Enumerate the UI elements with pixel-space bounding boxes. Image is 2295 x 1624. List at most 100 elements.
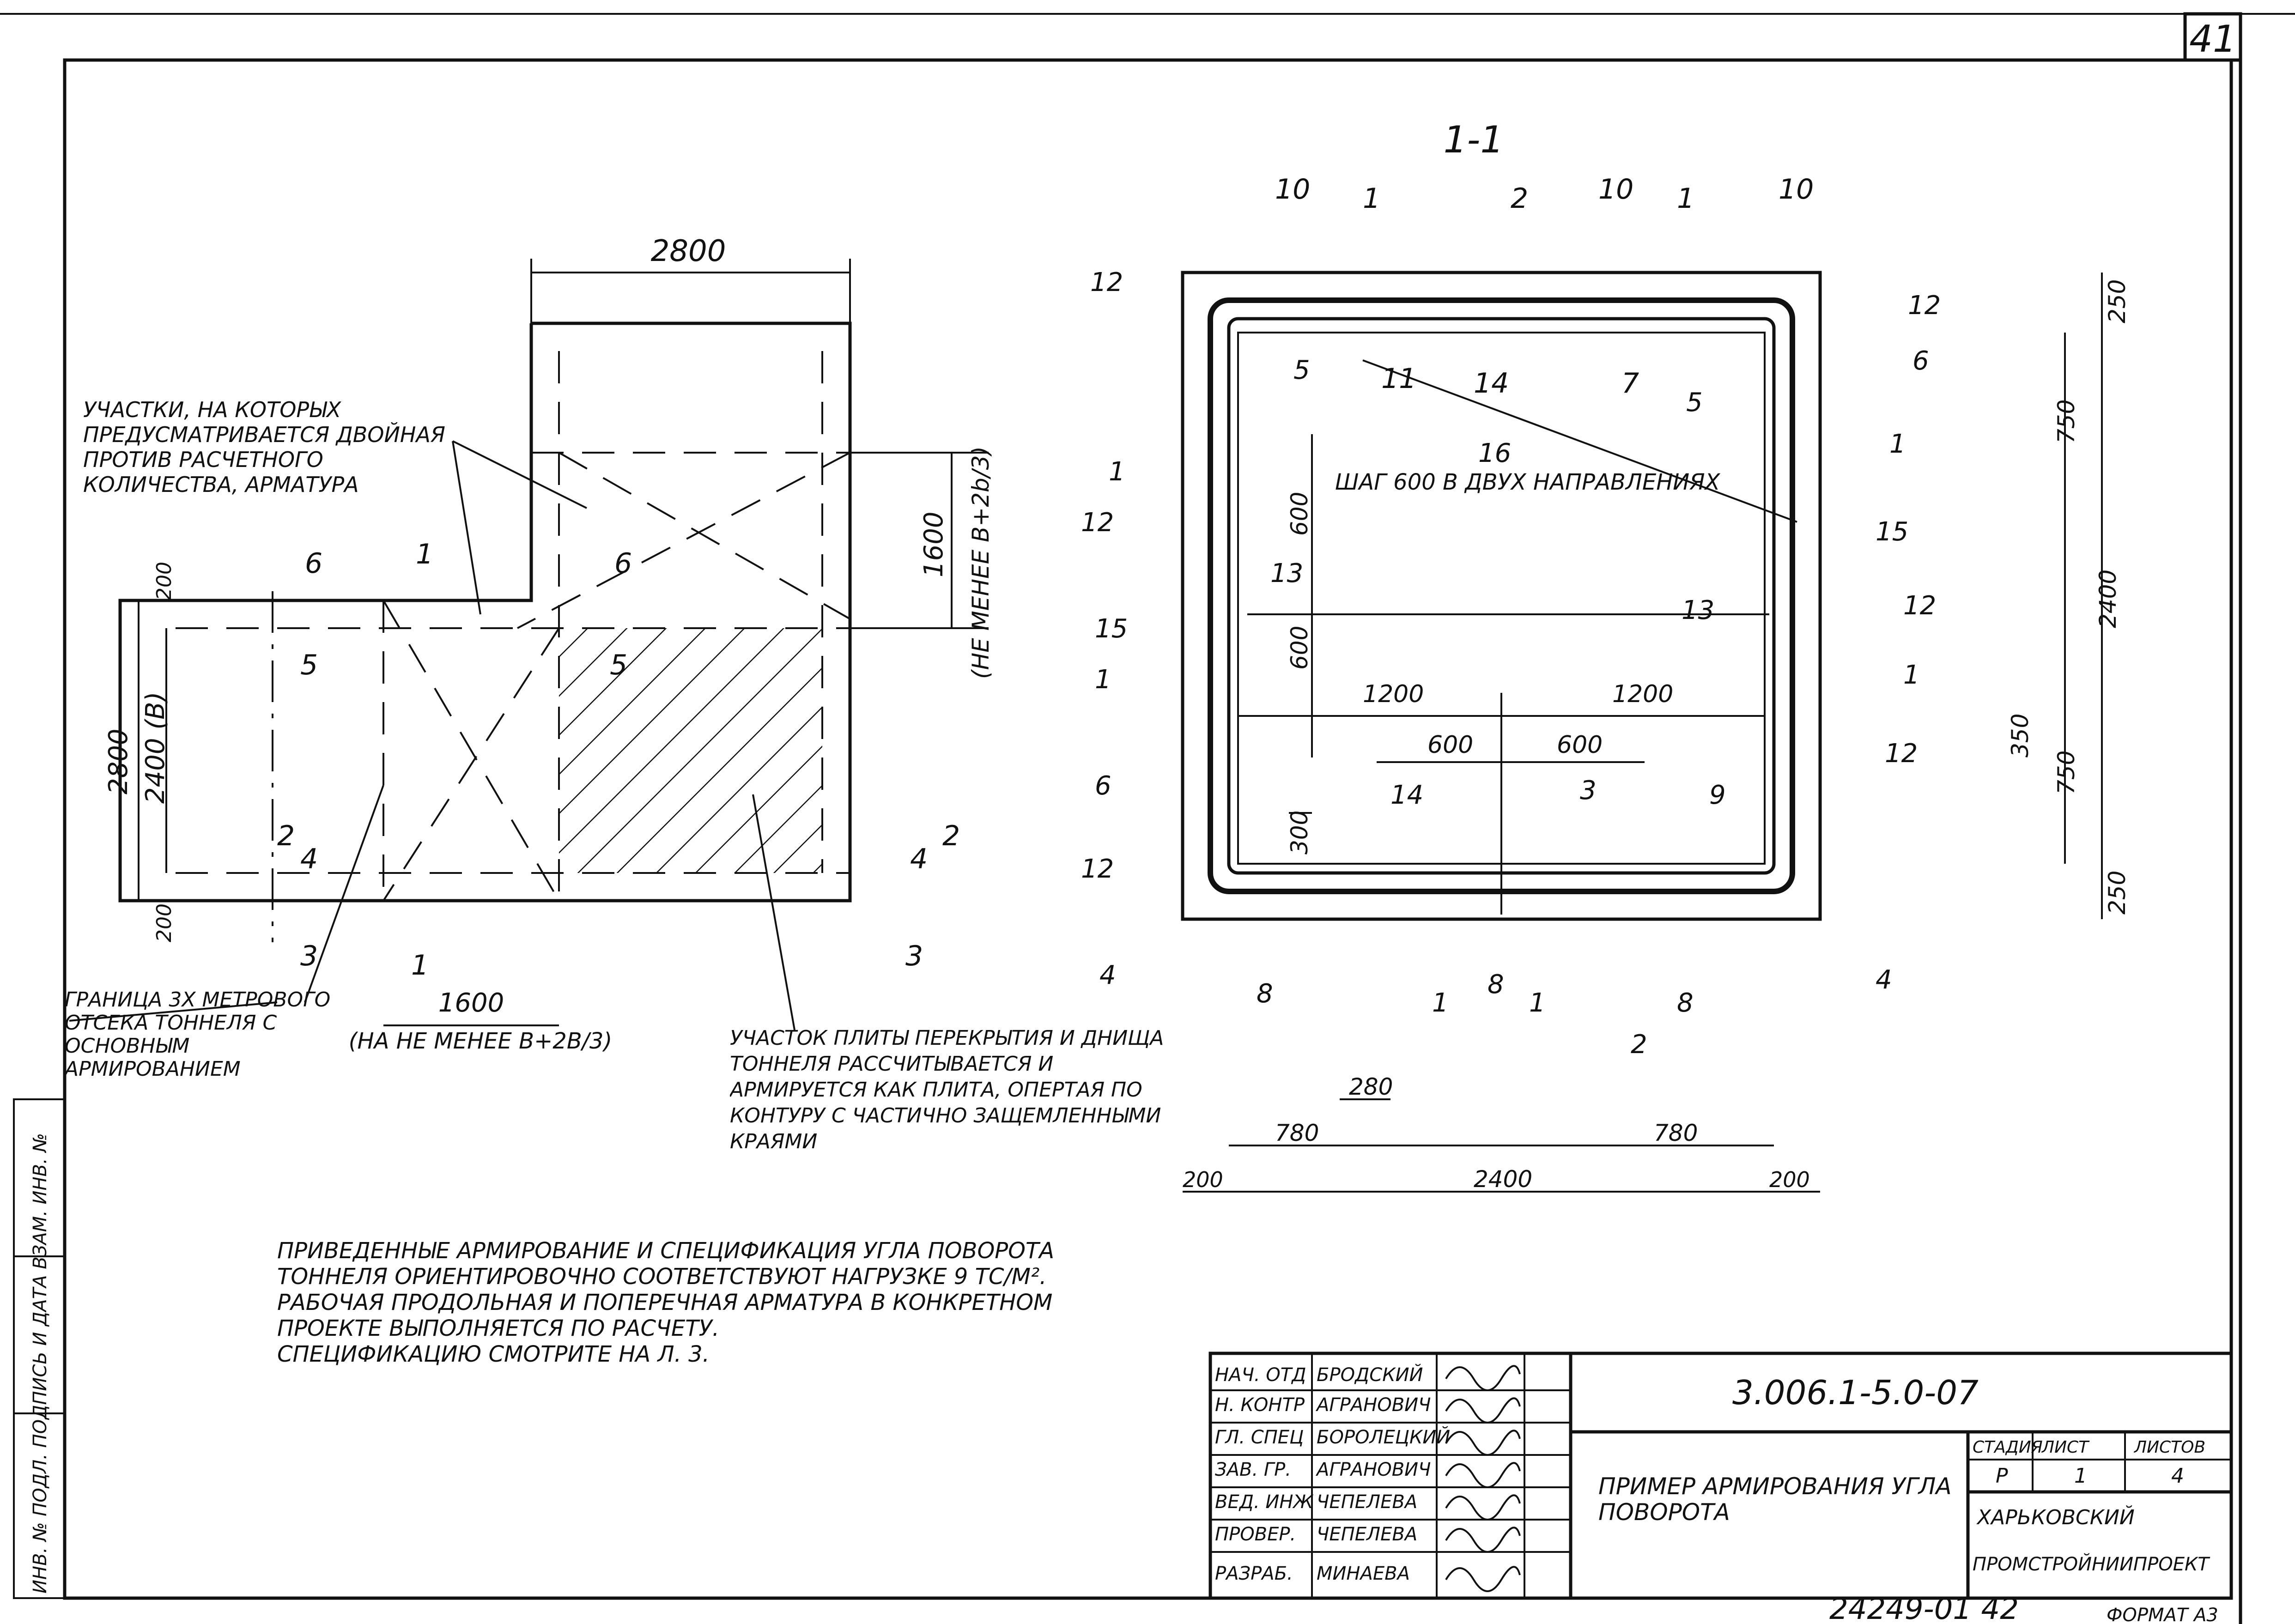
section-mark: 1 (1095, 665, 1111, 695)
section-mark: 1 (1529, 988, 1546, 1018)
dim-bottom: 200 (1769, 1167, 1810, 1192)
sheet-number: 41 (2189, 18, 2236, 61)
leader-line (452, 441, 481, 615)
dim-inner-h: 1200 (1612, 680, 1673, 708)
section-mark: 6 (305, 547, 322, 580)
section-mark: 16 (1478, 438, 1511, 468)
dim-inner-h: 600 (1557, 731, 1603, 759)
dim-right: 750 (2053, 400, 2080, 443)
dim-top-width: 2800 (651, 234, 726, 268)
general-note: РАБОЧАЯ ПРОДОЛЬНАЯ И ПОПЕРЕЧНАЯ АРМАТУРА… (277, 1290, 1053, 1341)
section-view: 1-1 10 1 2 10 1 10 11 14 7 12 5 1 12 15 … (1081, 118, 2131, 1193)
section-mark: 8 (1488, 970, 1504, 1000)
section-mark: 6 (1912, 346, 1929, 376)
section-mark: 8 (1677, 988, 1694, 1018)
section-mark: 12 (1081, 508, 1114, 538)
title-block: НАЧ. ОТД Н. КОНТР ГЛ. СПЕЦ ЗАВ. ГР. ВЕД.… (1208, 1351, 2233, 1600)
section-mark: 5 (1686, 388, 1703, 418)
section-mark: 12 (1908, 291, 1941, 321)
organization-line2: ПРОМСТРОЙНИИПРОЕКТ (1973, 1553, 2210, 1575)
plan-diagonal (382, 627, 560, 902)
dim-left-200-top: 200 (152, 562, 176, 600)
general-note: СПЕЦИФИКАЦИЮ СМОТРИТЕ НА Л. 3. (277, 1341, 710, 1367)
plan-outline (118, 321, 852, 903)
leader-line (452, 440, 587, 509)
section-mark: 6 (1095, 771, 1111, 801)
section-mark: 1 (1903, 660, 1920, 690)
role-label: НАЧ. ОТД (1215, 1364, 1306, 1386)
leader-line (1362, 359, 1797, 523)
section-mark: 7 (1621, 367, 1639, 400)
section-mark: 2 (1631, 1030, 1647, 1060)
section-mark: 3 (905, 940, 923, 972)
section-mark: 10 (1275, 173, 1310, 206)
name-label: МИНАЕВА (1317, 1563, 1410, 1584)
section-mark: 4 (910, 843, 928, 875)
section-mark: 1 (1432, 988, 1449, 1018)
section-mark: 12 (1885, 739, 1918, 769)
plan-view: 2800 1600 (НЕ МЕНЕЕ В+2b/3) 2800 2400 (В… (69, 234, 994, 1054)
section-mark: 1 (416, 538, 433, 570)
general-notes-box: ПРИВЕДЕННЫЕ АРМИРОВАНИЕ И СПЕЦИФИКАЦИЯ У… (277, 1238, 1055, 1367)
name-label: ЧЕПЕЛЕВА (1317, 1491, 1417, 1513)
organization-line1: ХАРЬКОВСКИЙ (1976, 1505, 2135, 1529)
section-mark: 5 (300, 649, 318, 681)
section-mark: 13 (1270, 558, 1303, 588)
drawing-title-box: ПРИМЕР АРМИРОВАНИЯ УГЛА ПОВОРОТА (1598, 1473, 1952, 1526)
leader-line (304, 785, 384, 1003)
side-stamp-box (13, 1098, 66, 1599)
archive-number: 24249-01 42 (1829, 1592, 2019, 1624)
note-border: ГРАНИЦА 3Х МЕТРОВОГО ОТСЕКА ТОННЕЛЯ С ОС… (65, 988, 331, 1081)
dim-right: 250 (2104, 279, 2131, 323)
dim-left-2800: 2800 (103, 728, 134, 794)
dim-bottom: 780 (1275, 1120, 1319, 1146)
general-note: ПРИВЕДЕННЫЕ АРМИРОВАНИЕ И СПЕЦИФИКАЦИЯ У… (277, 1238, 1055, 1290)
signature (1445, 1462, 1521, 1488)
section-mark: 3 (1580, 776, 1597, 806)
section-mark: 12 (1090, 267, 1123, 297)
dim-right-1600: 1600 (919, 511, 949, 577)
role-label: Н. КОНТР (1215, 1394, 1305, 1416)
role-label: ЗАВ. ГР. (1215, 1459, 1291, 1480)
section-mark: 14 (1474, 367, 1509, 400)
section-mark: 2 (277, 820, 295, 852)
dim-left-2400b: 2400 (В) (140, 692, 170, 804)
sheets-header: ЛИСТОВ (2133, 1438, 2205, 1457)
section-mark: 1 (411, 949, 429, 982)
sheet-value: 1 (2074, 1464, 2087, 1488)
section-mark: 6 (614, 547, 632, 580)
signature (1445, 1566, 1521, 1592)
step-note: ШАГ 600 В ДВУХ НАПРАВЛЕНИЯХ (1335, 469, 1721, 495)
dim-inner-v: 600 (1286, 626, 1313, 670)
section-mark: 5 (1293, 355, 1310, 385)
stage-header: СТАДИЯ (1973, 1438, 2043, 1457)
section-mark: 1 (1109, 457, 1125, 487)
section-mark: 15 (1876, 517, 1908, 547)
name-label: АГРАНОВИЧ (1315, 1459, 1431, 1480)
section-mark: 1 (1677, 182, 1694, 215)
dim-bottom: 200 (1183, 1167, 1223, 1192)
section-mark: 15 (1095, 614, 1128, 644)
section-mark: 4 (1876, 965, 1892, 995)
section-mark: 13 (1682, 595, 1714, 625)
note-double-reinf-box: УЧАСТКИ, НА КОТОРЫХ ПРЕДУСМАТРИВАЕТСЯ ДВ… (83, 397, 445, 497)
dim-inner-h: 600 (1427, 731, 1473, 759)
note-double-reinf: УЧАСТКИ, НА КОТОРЫХ ПРЕДУСМАТРИВАЕТСЯ ДВ… (83, 397, 445, 497)
section-mark: 5 (610, 649, 627, 681)
dim-bottom: 2400 (1474, 1166, 1532, 1193)
dim-right: 2400 (2095, 570, 2121, 628)
section-mark: 4 (1099, 960, 1116, 990)
dim-right: 750 (2053, 751, 2080, 794)
dim-bottom-min: (НА НЕ МЕНЕЕ В+2В/3) (349, 1028, 612, 1054)
dim-inner-v: 300 (1286, 811, 1313, 854)
role-label: ВЕД. ИНЖ (1215, 1491, 1314, 1513)
drawing-title: ПРИМЕР АРМИРОВАНИЯ УГЛА ПОВОРОТА (1598, 1473, 1952, 1526)
stage-value: Р (1996, 1464, 2008, 1488)
dim-inner-v: 600 (1286, 492, 1313, 536)
signature (1445, 1494, 1521, 1521)
title-block-frame (1208, 1351, 2233, 1600)
name-label: АГРАНОВИЧ (1315, 1394, 1431, 1416)
note-border-box: ГРАНИЦА 3Х МЕТРОВОГО ОТСЕКА ТОННЕЛЯ С ОС… (65, 988, 331, 1081)
dim-bottom: 280 (1349, 1073, 1393, 1100)
role-label: РАЗРАБ. (1215, 1563, 1293, 1584)
